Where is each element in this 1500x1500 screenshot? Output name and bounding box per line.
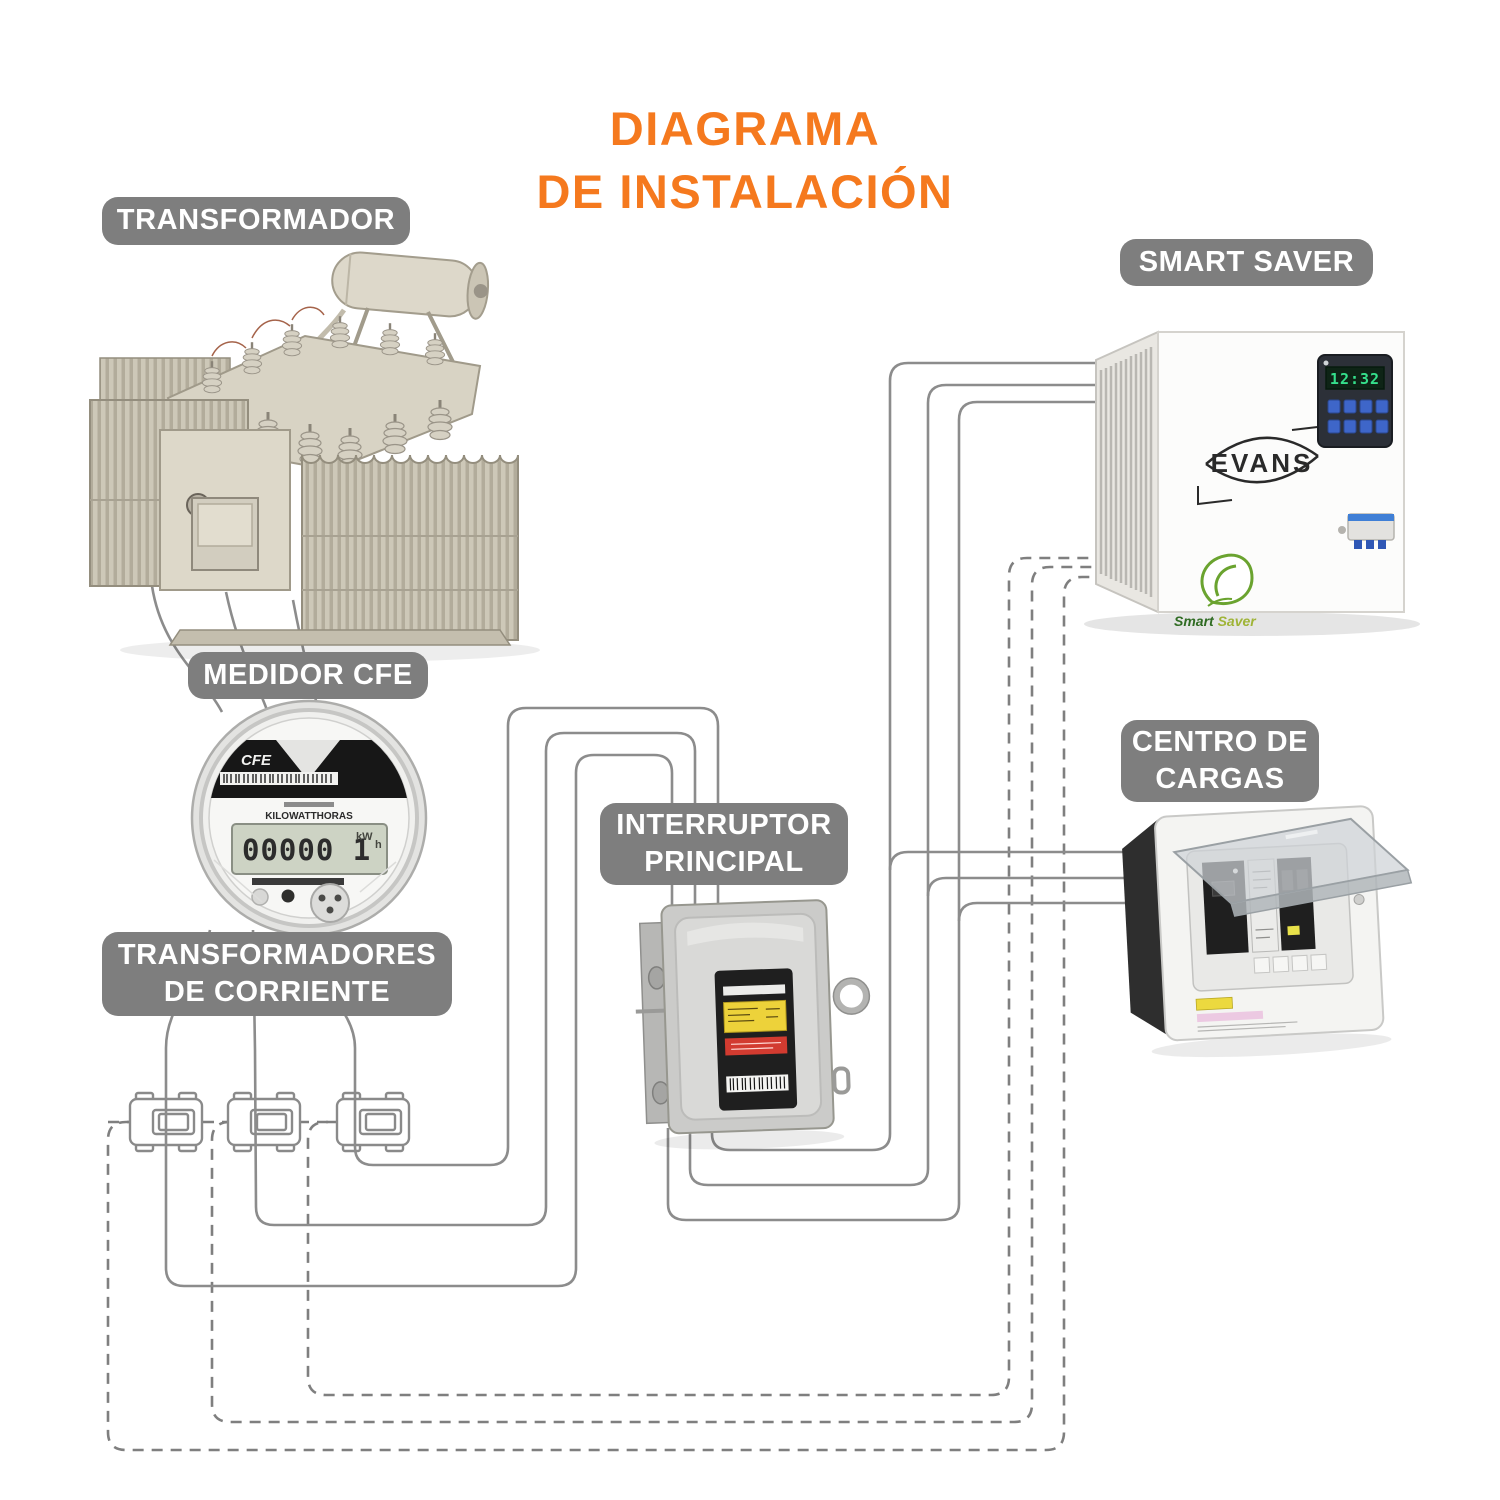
- smart-saver-illustration: EVANS 12:32: [1084, 330, 1420, 636]
- ct-clamp-icon: [128, 1091, 204, 1153]
- ct-clamp-icon: [226, 1091, 302, 1153]
- meter-unit-h: h: [375, 839, 382, 851]
- meter-display-value: 00000 1: [242, 833, 371, 867]
- diagram-title: DIAGRAMA DE INSTALACIÓN: [345, 98, 1145, 224]
- control-panel: 12:32: [1317, 354, 1393, 448]
- diagram-title-line2: DE INSTALACIÓN: [536, 164, 954, 218]
- transformer-illustration: [89, 251, 540, 662]
- label-transformador: TRANSFORMADOR: [102, 197, 410, 245]
- label-medidor-cfe: MEDIDOR CFE: [188, 652, 428, 699]
- meter-dial-label: KILOWATTHORAS: [265, 811, 353, 822]
- diagram-title-line1: DIAGRAMA: [609, 102, 881, 155]
- smart-saver-logo-text: Smart Saver: [1174, 613, 1257, 629]
- smart-saver-lcd: 12:32: [1330, 370, 1380, 388]
- load-center-illustration: [1122, 805, 1413, 1058]
- label-interruptor-principal: INTERRUPTOR PRINCIPAL: [600, 803, 848, 885]
- terminal-connector: [1338, 513, 1395, 549]
- evans-logo-text: EVANS: [1211, 448, 1314, 478]
- label-transformadores-de-corriente: TRANSFORMADORES DE CORRIENTE: [102, 932, 452, 1016]
- cfe-meter-illustration: CFE KILOWATTHORAS 00000 1 kW h: [190, 699, 428, 937]
- main-breaker-illustration: [635, 899, 871, 1150]
- vent-grille-icon: [1099, 347, 1153, 597]
- meter-unit-kw: kW: [356, 831, 373, 843]
- leaf-logo-icon: [1200, 553, 1254, 607]
- label-smart-saver: SMART SAVER: [1120, 239, 1373, 286]
- power-wires: [150, 361, 1156, 1288]
- meter-brand: CFE: [241, 752, 272, 769]
- label-centro-de-cargas: CENTRO DE CARGAS: [1121, 720, 1319, 802]
